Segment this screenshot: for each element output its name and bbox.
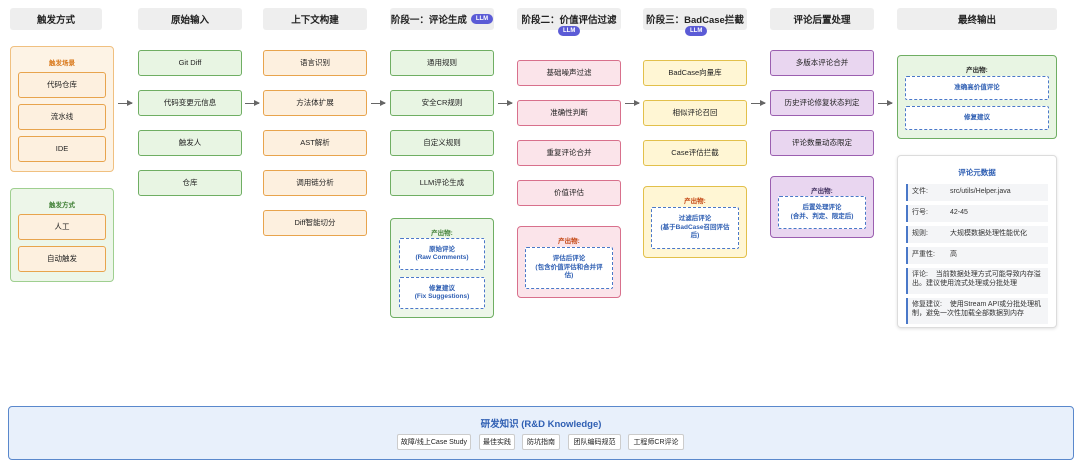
llm-badge: LLM <box>470 14 494 24</box>
stage1-item: 通用规则 <box>390 50 494 76</box>
meta-row-severity: 严重性:高 <box>906 247 1048 264</box>
stage2-item: 价值评估 <box>517 180 621 206</box>
stage2-item: 重复评论合并 <box>517 140 621 166</box>
knowledge-item: 工程师CR评论 <box>628 434 684 450</box>
stage2-item: 基础噪声过滤 <box>517 60 621 86</box>
flow-arrow <box>245 100 260 106</box>
flow-arrow <box>878 100 893 106</box>
knowledge-title: 研发知识 (R&D Knowledge) <box>480 419 602 430</box>
stage1-output-item: 原始评论(Raw Comments) <box>399 238 485 270</box>
meta-row-line: 行号:42-45 <box>906 205 1048 222</box>
header-post: 评论后置处理 <box>770 8 874 30</box>
meta-title: 评论元数据 <box>958 168 996 177</box>
trigger-mode-item: 自动触发 <box>18 246 106 272</box>
meta-row-file: 文件:src/utils/Helper.java <box>906 184 1048 201</box>
meta-row-rule: 规则:大规模数据处理性能优化 <box>906 226 1048 243</box>
context-item: Diff智能切分 <box>263 210 367 236</box>
trigger-scene-item: 代码仓库 <box>18 72 106 98</box>
trigger-mode-title: 触发方式 <box>49 202 75 209</box>
trigger-scene-item: 流水线 <box>18 104 106 130</box>
stage1-output-item: 修复建议(Fix Suggestions) <box>399 277 485 309</box>
stage1-output-label: 产出物: <box>431 230 453 237</box>
meta-row-comment: 评论: 当前数据处理方式可能导致内存溢出。建议使用流式处理或分批处理 <box>906 268 1048 294</box>
stage3-item: Case评估拦截 <box>643 140 747 166</box>
stage3-output-label: 产出物: <box>684 198 706 205</box>
post-output-label: 产出物: <box>811 188 833 195</box>
knowledge-item: 防坑指南 <box>522 434 560 450</box>
stage3-output-item: 过滤后评论(基于BadCase召回评估后) <box>651 207 739 249</box>
input-item: 触发人 <box>138 130 242 156</box>
stage2-output-item: 评估后评论(包含价值评估和合并评估) <box>525 247 613 289</box>
trigger-scene-item: IDE <box>18 136 106 162</box>
header-stage3: 阶段三：BadCase拦截 <box>643 8 747 30</box>
knowledge-item: 故障/线上Case Study <box>397 434 471 450</box>
flow-arrow <box>751 100 766 106</box>
llm-badge: LLM <box>558 26 581 36</box>
input-item: 仓库 <box>138 170 242 196</box>
post-item: 评论数量动态限定 <box>770 130 874 156</box>
post-item: 多版本评论合并 <box>770 50 874 76</box>
knowledge-item: 最佳实践 <box>479 434 515 450</box>
final-output-item: 修复建议 <box>905 106 1049 130</box>
llm-badge: LLM <box>685 26 708 36</box>
stage3-item: 相似评论召回 <box>643 100 747 126</box>
flow-arrow <box>371 100 386 106</box>
context-item: 调用链分析 <box>263 170 367 196</box>
context-item: 方法体扩展 <box>263 90 367 116</box>
knowledge-panel: 研发知识 (R&D Knowledge) <box>8 406 1074 460</box>
flow-arrow <box>625 100 640 106</box>
header-stage2: 阶段二：价值评估过滤 <box>517 8 621 30</box>
header-trigger: 触发方式 <box>10 8 102 30</box>
post-item: 历史评论修复状态判定 <box>770 90 874 116</box>
post-output-item: 后置处理评论(合并、判定、限定后) <box>778 196 866 229</box>
header-context: 上下文构建 <box>263 8 367 30</box>
context-item: AST解析 <box>263 130 367 156</box>
stage1-item: 安全CR规则 <box>390 90 494 116</box>
trigger-mode-item: 人工 <box>18 214 106 240</box>
header-output: 最终输出 <box>897 8 1057 30</box>
final-output-item: 准确高价值评论 <box>905 76 1049 100</box>
stage2-output-label: 产出物: <box>558 238 580 245</box>
stage2-item: 准确性判断 <box>517 100 621 126</box>
input-item: 代码变更元信息 <box>138 90 242 116</box>
flow-arrow <box>118 100 133 106</box>
stage1-item: LLM评论生成 <box>390 170 494 196</box>
knowledge-item: 团队编码规范 <box>568 434 621 450</box>
flow-arrow <box>498 100 513 106</box>
context-item: 语言识别 <box>263 50 367 76</box>
header-input: 原始输入 <box>138 8 242 30</box>
final-output-label: 产出物: <box>966 67 988 74</box>
stage3-item: BadCase向量库 <box>643 60 747 86</box>
stage1-item: 自定义规则 <box>390 130 494 156</box>
input-item: Git Diff <box>138 50 242 76</box>
meta-row-fix: 修复建议: 使用Stream API或分批处理机制，避免一次性加载全部数据到内存 <box>906 298 1048 324</box>
trigger-scene-title: 触发场景 <box>49 60 75 67</box>
